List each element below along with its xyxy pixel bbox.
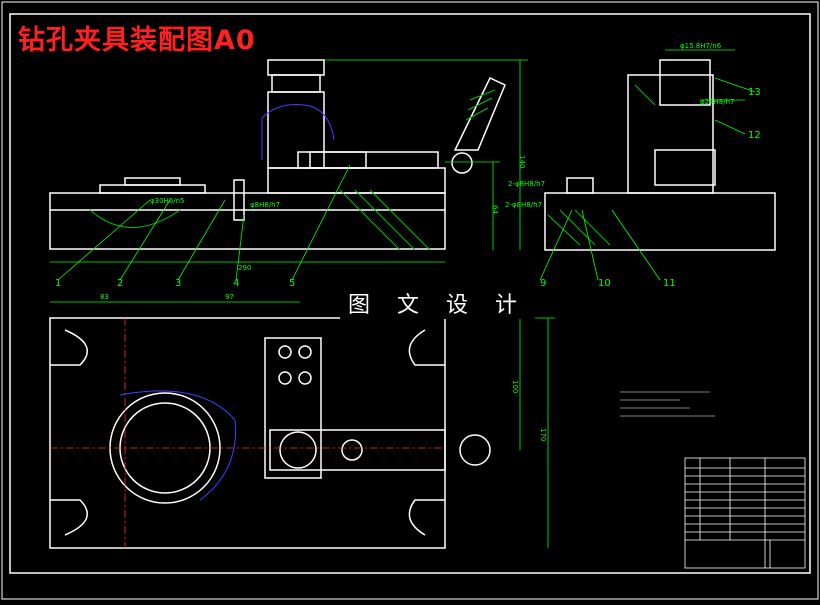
- part-numbers: 1 2 3 4 5 9 10 11 12 13: [55, 87, 761, 289]
- dim-height-total: 140: [518, 155, 526, 168]
- dim-plan-height2: 170: [539, 428, 547, 441]
- dim-fit-top: φ15.8H7/n6: [680, 42, 722, 50]
- dim-height-base: 64: [491, 205, 499, 214]
- plan-centerlines: [50, 318, 445, 548]
- part-number: 10: [598, 278, 611, 289]
- dim-plan-height1: 100: [511, 380, 519, 393]
- part-number: 12: [748, 130, 761, 141]
- front-dim-lines: [50, 59, 528, 281]
- plan-view: [49, 317, 491, 549]
- dim-fit-side1: 2-φ8H8/h7: [508, 180, 545, 188]
- dim-fit-pin: φ8H8/h7: [250, 201, 280, 209]
- dim-plan-mid: 97: [225, 293, 234, 301]
- plan-hidden: [119, 390, 237, 501]
- side-view: [544, 59, 776, 251]
- part-number: 3: [175, 278, 181, 289]
- part-number: 9: [540, 278, 546, 289]
- front-view: [49, 59, 506, 250]
- inner-border: [9, 13, 811, 574]
- title-block: [684, 457, 806, 569]
- watermark: 图 文 设 计: [340, 287, 535, 319]
- part-number: 11: [663, 278, 676, 289]
- side-dim-lines: [539, 49, 756, 281]
- part-number: 4: [233, 278, 239, 289]
- drawing-title: 钻孔夹具装配图A0: [18, 25, 256, 56]
- dim-plan-left: 83: [100, 293, 109, 301]
- front-view-hidden: [261, 104, 335, 160]
- part-number: 5: [289, 278, 295, 289]
- tech-notes: [620, 391, 715, 417]
- part-number: 2: [117, 278, 123, 289]
- dim-length-total: 290: [238, 264, 251, 272]
- dim-fit-mid: φ24H8/h7: [700, 98, 735, 106]
- part-number: 1: [55, 278, 61, 289]
- dim-fit-bush: φ30H6/n5: [150, 197, 185, 205]
- dim-fit-side2: 2-φ8H8/h7: [505, 201, 542, 209]
- dimension-texts: φ15.8H7/n6 φ24H8/h7 φ30H6/n5 φ8H8/h7 2-φ…: [100, 42, 735, 441]
- part-number: 13: [748, 87, 761, 98]
- front-view-hatch: [89, 89, 496, 251]
- side-view-hatch: [547, 84, 656, 246]
